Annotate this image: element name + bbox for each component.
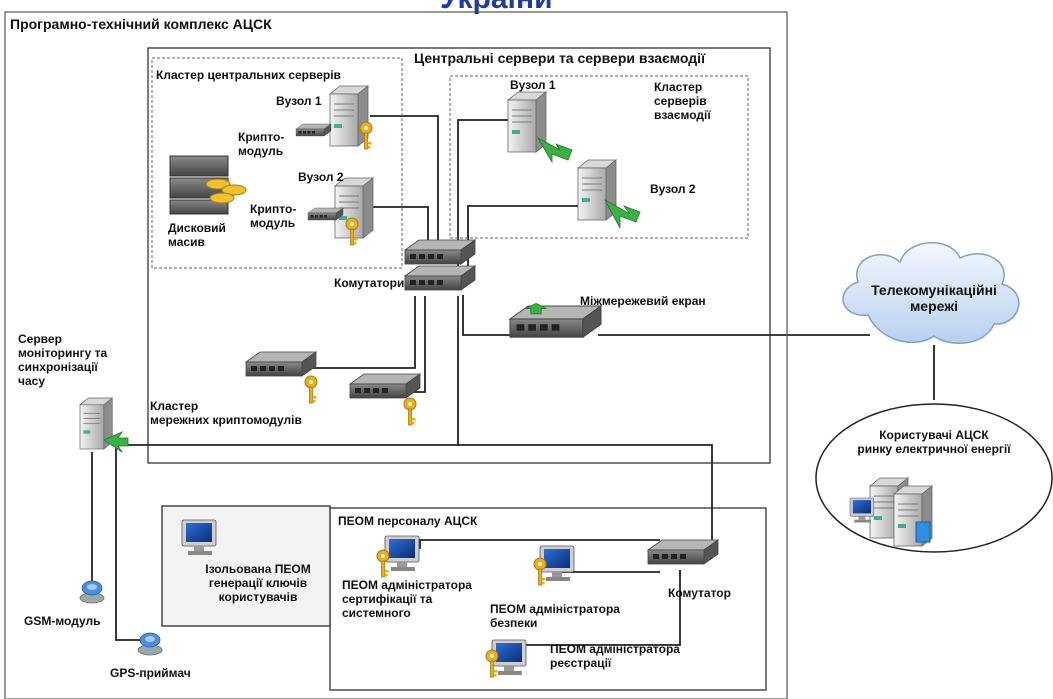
admin-registration-label: ПЕОМ адміністратора реєстрації [550, 642, 680, 670]
net-crypto-module-1-icon [245, 351, 318, 404]
gps-dish-icon [137, 632, 163, 656]
admin-security-label: ПЕОМ адміністратора безпеки [490, 602, 620, 630]
users-label: Користувачі АЦСК ринку електричної енерг… [857, 428, 1011, 456]
net-crypto-module-2-icon [349, 373, 421, 426]
firewall-icon [509, 302, 602, 338]
users-servers-icon [849, 477, 933, 547]
link-gps [115, 445, 140, 641]
interaction-arrow-2-icon [604, 198, 641, 229]
staff-title: ПЕОМ персоналу АЦСК [338, 514, 478, 528]
link-interaction-node1 [457, 119, 510, 268]
disk-array-label: Дисковий масив [168, 221, 226, 249]
staff-switch-label: Комутатор [668, 586, 731, 600]
users-ellipse [815, 403, 1053, 553]
gsm-dish-icon [79, 580, 105, 604]
firewall-label: Міжмережевий екран [580, 294, 706, 308]
link-interaction-node2 [467, 205, 578, 268]
link-netcrypto1 [310, 296, 416, 369]
node1-label: Вузол 1 [276, 94, 322, 108]
switches-label: Комутатори [334, 276, 405, 290]
crypto-module-2-icon [307, 207, 344, 221]
interaction-node2-server-icon [577, 159, 617, 221]
interaction-node2-label: Вузол 2 [650, 182, 696, 196]
staff-switch-icon [647, 539, 719, 565]
link-staff-registration [520, 570, 681, 646]
monitoring-arrow-icon [103, 431, 129, 453]
interaction-arrow-1-icon [536, 136, 573, 164]
admin-cert-pc-icon [376, 535, 420, 578]
gps-label: GPS-приймач [110, 666, 191, 680]
complex-frame [4, 11, 788, 699]
crypto1-label: Крипто- модуль [238, 130, 285, 158]
complex-title: Програмно-технічний комплекс АЦСК [10, 16, 272, 32]
disk-array-icon [169, 155, 247, 215]
node2-label: Вузол 2 [298, 170, 344, 184]
isolated-pc-label: Ізольована ПЕОМ генерації ключів користу… [205, 562, 311, 604]
interaction-node1-server-icon [507, 91, 547, 153]
admin-security-pc-icon [533, 545, 575, 586]
monitoring-label: Сервер моніторингу та синхронізації часу [18, 332, 108, 388]
central-cluster-frame [151, 57, 403, 269]
link-switch-monitoring [457, 296, 713, 546]
link-node1-switch [370, 115, 439, 262]
net-crypto-cluster-label: Кластер мережних криптомодулів [150, 399, 302, 427]
node1-server-icon [329, 85, 369, 147]
page-title-fragment: України [440, 0, 553, 14]
connection-lines [91, 115, 935, 646]
admin-cert-label: ПЕОМ адміністратора сертифікації та сист… [342, 578, 472, 620]
link-firewall [462, 295, 510, 336]
central-cluster-title: Кластер центральних серверів [156, 68, 341, 82]
crypto2-label: Крипто- модуль [250, 202, 297, 230]
central-frame [147, 47, 771, 464]
switch-stack-icon [404, 239, 476, 291]
crypto-module-1-icon [295, 123, 332, 137]
telecom-label: Телекомунікаційні мережі [871, 282, 997, 314]
telecom-cloud-icon [842, 242, 1020, 344]
link-staff-cert [405, 539, 660, 549]
gsm-label: GSM-модуль [24, 614, 101, 628]
interaction-node1-label: Вузол 1 [510, 78, 556, 92]
central-title: Центральні сервери та сервери взаємодії [414, 50, 706, 66]
admin-registration-pc-icon [485, 639, 527, 678]
interaction-cluster-title: Кластер серверів взаємодії [654, 80, 711, 122]
